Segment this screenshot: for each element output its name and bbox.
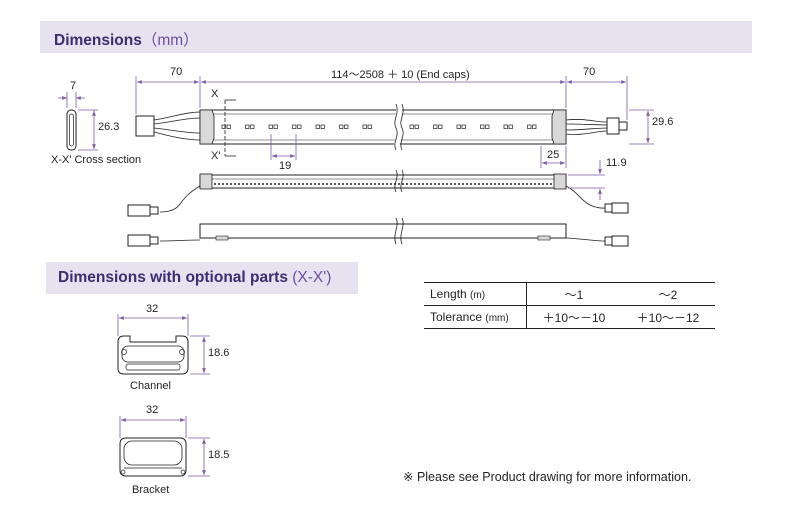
led-marker [503, 124, 508, 129]
cross-section-height-label: 26.3 [98, 121, 120, 133]
led-marker [226, 124, 231, 129]
bracket-height-label: 18.5 [208, 449, 230, 461]
table-row: Length (m) ～1 ～2 [424, 282, 715, 306]
tolerance-val-2: ＋10～－12 [621, 305, 715, 329]
tolerance-unit: (mm) [485, 313, 509, 324]
led-marker [461, 124, 466, 129]
cross-section-drawing [58, 92, 98, 151]
led-marker [456, 124, 461, 129]
end-offset-label: 25 [547, 149, 560, 161]
channel-profile-drawing [117, 335, 189, 375]
length-col-1: ～1 [526, 282, 621, 306]
side-height-label: 11.9 [606, 157, 627, 169]
main-bar-side-view [127, 169, 629, 217]
cross-section-caption: X-X' Cross section [51, 154, 142, 166]
led-marker [344, 124, 349, 129]
side-dimension-lines [568, 160, 605, 200]
main-dimension-lines [135, 76, 654, 168]
led-marker [245, 124, 250, 129]
dimensions-title: Dimensions（mm） [54, 32, 199, 49]
bracket-width-label: 32 [146, 404, 159, 416]
channel-caption: Channel [130, 380, 171, 392]
optional-parts-header: Dimensions with optional parts (X-X') [46, 262, 358, 294]
tolerance-table: Length (m) ～1 ～2 Tolerance (mm) ＋10～－10 … [424, 282, 715, 329]
length-unit: (m) [470, 290, 486, 301]
length-header-cell: Length (m) [424, 282, 527, 306]
dimensions-unit: （mm） [141, 32, 199, 49]
bracket-dimension-lines [119, 416, 210, 477]
bar-length-label: 114～2508 ＋ 10 (End caps) [331, 69, 470, 81]
length-col-2: ～2 [621, 282, 715, 306]
channel-dimension-lines [117, 314, 210, 375]
section-mark-x-prime: X' [211, 150, 221, 162]
led-marker [315, 124, 320, 129]
bar-height-label: 29.6 [652, 116, 674, 128]
led-marker [527, 124, 532, 129]
led-marker [508, 124, 513, 129]
led-marker [273, 124, 278, 129]
led-marker [409, 124, 414, 129]
bracket-caption: Bracket [132, 484, 170, 496]
product-drawing-note: ※ Please see Product drawing for more in… [403, 470, 692, 484]
led-pitch-label: 19 [279, 160, 292, 172]
led-marker [532, 124, 537, 129]
channel-height-label: 18.6 [208, 347, 230, 359]
led-row [221, 124, 537, 129]
led-marker [367, 124, 372, 129]
led-marker [433, 124, 438, 129]
tolerance-val-1: ＋10～－10 [526, 305, 621, 329]
channel-width-label: 32 [146, 303, 159, 315]
section-mark-x: X [211, 88, 219, 100]
led-marker [339, 124, 344, 129]
led-marker [250, 124, 255, 129]
dimensions-header: Dimensions（mm） [40, 21, 752, 53]
led-marker [320, 124, 325, 129]
led-marker [362, 124, 367, 129]
led-marker [297, 124, 302, 129]
led-marker [414, 124, 419, 129]
led-marker [221, 124, 226, 129]
optional-parts-suffix: (X-X') [287, 269, 332, 286]
tolerance-header-cell: Tolerance (mm) [424, 305, 527, 329]
left-lead-label: 70 [170, 66, 183, 78]
led-marker [485, 124, 490, 129]
bracket-profile-drawing [119, 437, 187, 477]
main-bar-bottom-view [127, 217, 629, 247]
led-marker [438, 124, 443, 129]
led-marker [268, 124, 273, 129]
led-marker [480, 124, 485, 129]
cross-section-width-label: 7 [70, 80, 77, 92]
main-bar-top-view [135, 99, 628, 157]
led-marker [292, 124, 297, 129]
optional-parts-title: Dimensions with optional parts (X-X') [58, 269, 332, 286]
table-row: Tolerance (mm) ＋10～－10 ＋10～－12 [424, 305, 715, 329]
right-lead-label: 70 [583, 66, 596, 78]
